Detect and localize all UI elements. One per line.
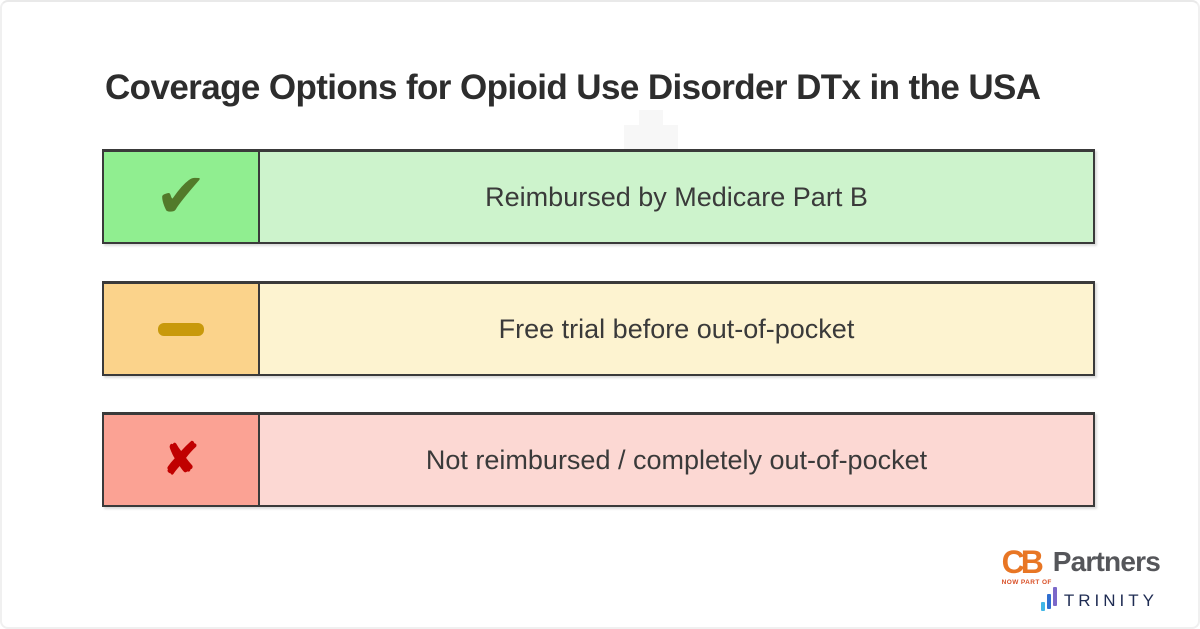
cross-icon: ✘ (162, 435, 200, 484)
row-label-cell: Not reimbursed / completely out-of-pocke… (260, 415, 1093, 505)
row-label: Free trial before out-of-pocket (498, 313, 855, 344)
row-icon-cell: ✘ (104, 415, 260, 505)
coverage-row-not-reimbursed: ✘ Not reimbursed / completely out-of-poc… (102, 412, 1095, 507)
row-label-cell: Free trial before out-of-pocket (260, 284, 1093, 374)
partners-wordmark: Partners (1052, 546, 1161, 578)
cbpartners-wordmark: CB NOW PART OF Partners (990, 544, 1161, 586)
row-label-cell: Reimbursed by Medicare Part B (260, 152, 1093, 242)
row-icon-cell (104, 284, 260, 374)
trinity-wordmark: TRINITY (990, 587, 1160, 611)
row-icon-cell: ✔ (104, 152, 260, 242)
bar-chart-icon (1040, 587, 1057, 611)
coverage-row-free-trial: Free trial before out-of-pocket (102, 281, 1095, 376)
now-part-of-label: NOW PART OF (1001, 579, 1052, 586)
trinity-label: TRINITY (1063, 591, 1158, 611)
check-icon: ✔ (155, 162, 207, 231)
page-title: Coverage Options for Opioid Use Disorder… (105, 68, 1041, 107)
coverage-row-reimbursed: ✔ Reimbursed by Medicare Part B (102, 149, 1095, 244)
plus-watermark-icon (624, 125, 678, 149)
row-label: Not reimbursed / completely out-of-pocke… (425, 444, 928, 475)
row-label: Reimbursed by Medicare Part B (485, 181, 868, 212)
cbpartners-trinity-logo: CB NOW PART OF Partners TRINITY (990, 544, 1161, 611)
minus-icon (158, 322, 204, 336)
cb-monogram-block: CB NOW PART OF (1001, 544, 1052, 586)
cb-monogram: CB (1001, 544, 1044, 581)
